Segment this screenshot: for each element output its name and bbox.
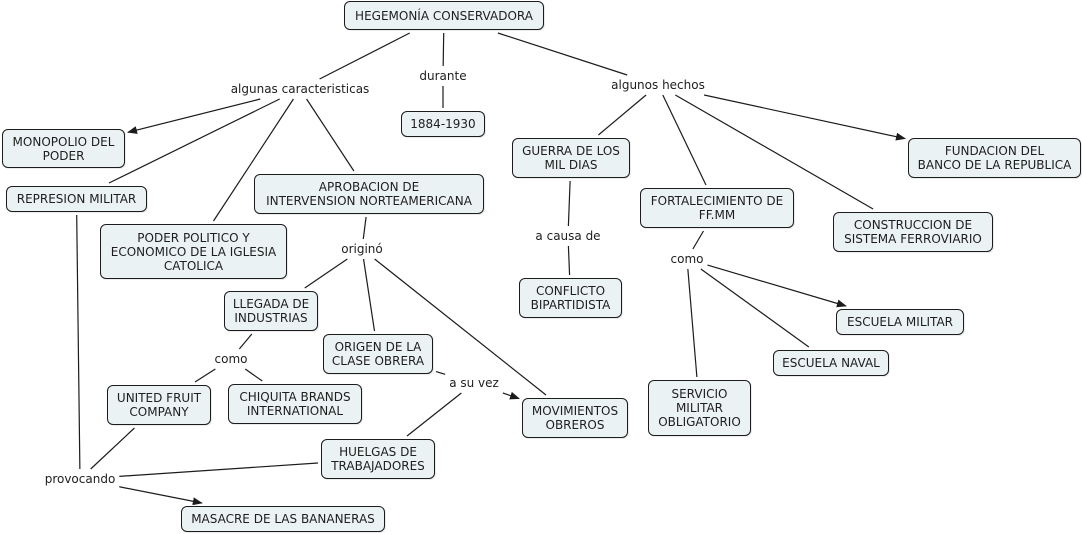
- connector-hechos-to-banco: [703, 94, 906, 141]
- concept-sistema-ferroviario[interactable]: CONSTRUCCION DE SISTEMA FERROVIARIO: [833, 212, 993, 252]
- connector-como_industrias-to-chiquita: [244, 368, 263, 382]
- concept-intervencion-norteamericana[interactable]: APROBACION DE INTERVENSION NORTEAMERICAN…: [254, 174, 484, 214]
- concept-poder-iglesia-catolica[interactable]: PODER POLITICO Y ECONOMICO DE LA IGLESIA…: [100, 224, 287, 279]
- concept-united-fruit-company[interactable]: UNITED FRUIT COMPANY: [107, 385, 211, 425]
- concept-monopolio-del-poder[interactable]: MONOPOLIO DEL PODER: [2, 129, 125, 168]
- link-a-su-vez[interactable]: a su vez: [448, 376, 500, 390]
- concept-banco-de-la-republica[interactable]: FUNDACION DEL BANCO DE LA REPUBLICA: [908, 138, 1081, 178]
- connector-huelgas-to-su_vez: [406, 392, 462, 437]
- concept-servicio-militar-obligatorio[interactable]: SERVICIO MILITAR OBLIGATORIO: [648, 380, 751, 436]
- connector-hegemonia-to-durante: [442, 32, 445, 67]
- connector-caracteristicas-to-iglesia: [212, 98, 294, 222]
- concept-guerra-de-los-mil-dias[interactable]: GUERRA DE LOS MIL DIAS: [512, 138, 630, 178]
- concept-conflicto-bipartidista[interactable]: CONFLICTO BIPARTIDISTA: [519, 278, 622, 318]
- concept-1884-1930[interactable]: 1884-1930: [401, 111, 485, 137]
- connector-united-to-provocando: [90, 427, 135, 470]
- connector-como_ffmm-to-naval: [700, 268, 810, 348]
- concept-represion-militar[interactable]: REPRESION MILITAR: [6, 186, 147, 212]
- concept-fortalecimiento-ffmm[interactable]: FORTALECIMIENTO DE FF.MM: [640, 188, 794, 228]
- connector-guerra-to-causa: [567, 180, 571, 227]
- link-a-causa-de[interactable]: a causa de: [534, 229, 602, 243]
- link-provocando[interactable]: provocando: [43, 472, 117, 486]
- connector-huelgas-to-provocando: [119, 462, 319, 477]
- concept-hegemonia-conservadora[interactable]: HEGEMONÍA CONSERVADORA: [344, 1, 544, 30]
- connector-hechos-to-guerra: [598, 94, 647, 136]
- connector-clase_obrera-to-su_vez: [435, 370, 446, 375]
- connector-hechos-to-ffmm: [662, 94, 707, 186]
- connector-provocando-to-masacre: [119, 486, 203, 506]
- connector-hegemonia-to-caracteristicas: [319, 32, 410, 80]
- link-origino[interactable]: originó: [340, 242, 384, 256]
- connector-industrias-to-como_industrias: [238, 333, 253, 350]
- connector-caracteristicas-to-represion: [108, 98, 280, 184]
- connector-como_ffmm-to-servicio: [687, 268, 698, 378]
- connector-origino-to-industrias: [304, 258, 348, 289]
- concept-escuela-militar[interactable]: ESCUELA MILITAR: [836, 309, 964, 335]
- concept-huelgas-de-trabajadores[interactable]: HUELGAS DE TRABAJADORES: [321, 439, 435, 479]
- connector-hegemonia-to-hechos: [497, 32, 628, 76]
- concept-masacre-de-las-bananeras[interactable]: MASACRE DE LAS BANANERAS: [181, 506, 385, 532]
- connector-caracteristicas-to-monopolio: [127, 98, 261, 134]
- link-algunos-hechos[interactable]: algunos hechos: [610, 78, 706, 92]
- connector-origino-to-movimientos: [374, 258, 547, 396]
- link-durante[interactable]: durante: [418, 69, 468, 83]
- link-como-industrias[interactable]: como: [213, 352, 249, 366]
- link-algunas-caracteristicas[interactable]: algunas caracteristicas: [229, 82, 371, 96]
- connector-causa-to-conflicto: [567, 245, 571, 276]
- connector-su_vez-to-movimientos: [502, 391, 520, 400]
- connector-como_industrias-to-united: [194, 368, 216, 383]
- connector-como_ffmm-to-militar: [707, 264, 847, 308]
- concept-llegada-de-industrias[interactable]: LLEGADA DE INDUSTRIAS: [224, 291, 318, 331]
- connector-origino-to-clase_obrera: [362, 258, 376, 332]
- connector-represion-to-provocando: [76, 214, 81, 470]
- concept-movimientos-obreros[interactable]: MOVIMIENTOS OBREROS: [522, 398, 628, 438]
- connector-caracteristicas-to-intervencion: [306, 98, 355, 172]
- concept-escuela-naval[interactable]: ESCUELA NAVAL: [773, 350, 889, 376]
- connector-ffmm-to-como_ffmm: [692, 230, 704, 250]
- concept-chiquita-brands[interactable]: CHIQUITA BRANDS INTERNATIONAL: [228, 384, 362, 424]
- link-como-ffmm[interactable]: como: [669, 252, 705, 266]
- connector-hechos-to-ferroviario: [675, 94, 874, 210]
- connector-intervencion-to-origino: [362, 216, 367, 240]
- concept-origen-clase-obrera[interactable]: ORIGEN DE LA CLASE OBRERA: [323, 334, 433, 374]
